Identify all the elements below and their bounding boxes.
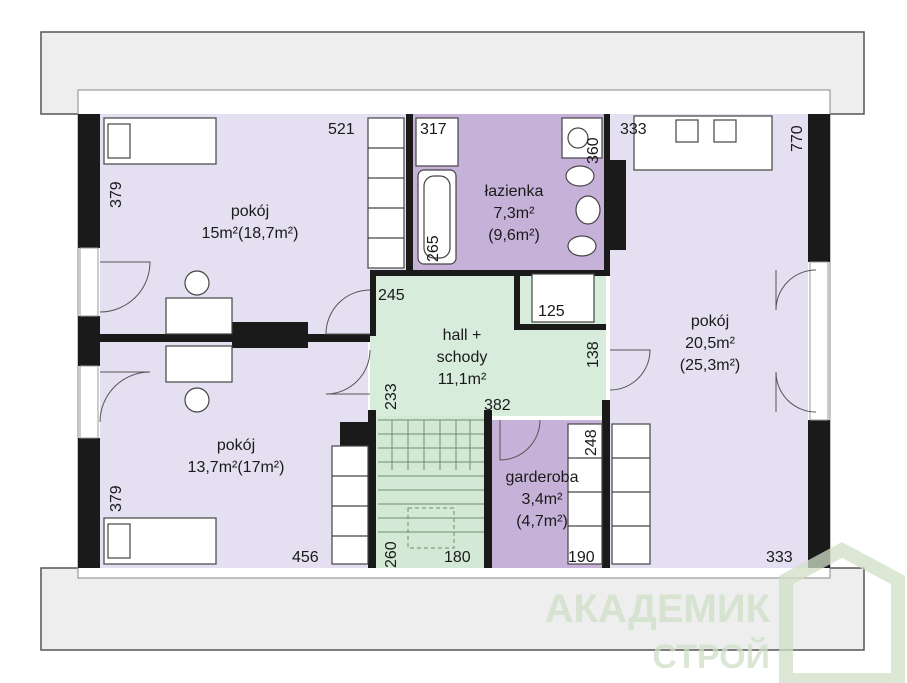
wardrobe-right	[611, 423, 651, 565]
label-bed-right-name: pokój	[691, 313, 729, 330]
label-bed-right-area-full: (25,3m²)	[680, 357, 740, 374]
dim-382: 382	[484, 397, 511, 414]
label-bed-top-left-area: 15m²(18,7m²)	[202, 225, 299, 242]
dim-233: 233	[383, 383, 400, 410]
dim-770: 770	[789, 125, 806, 152]
dim-260: 260	[383, 541, 400, 568]
dim-379-top: 379	[108, 181, 125, 208]
dim-138: 138	[585, 341, 602, 368]
toilet	[565, 165, 595, 187]
label-hall-area: 11,1m²	[438, 371, 487, 388]
label-bathroom-area: 7,3m²	[494, 205, 536, 222]
label-bed-right-area: 20,5m²	[685, 335, 735, 352]
desk-bottom	[165, 345, 233, 383]
chair-bottom	[184, 387, 210, 413]
dim-333-top: 333	[620, 121, 647, 138]
dim-456: 456	[292, 549, 319, 566]
label-bed-bottom-left-area: 13,7m²(17m²)	[188, 459, 285, 476]
dim-360: 360	[585, 137, 602, 164]
room-labels: pokój 15m²(18,7m²) pokój 13,7m²(17m²) ła…	[188, 183, 741, 530]
label-bathroom-area-full: (9,6m²)	[488, 227, 540, 244]
bathroom-vanity	[415, 117, 459, 167]
dim-248: 248	[583, 429, 600, 456]
label-wardrobe-name: garderoba	[506, 469, 579, 486]
walls	[78, 114, 830, 568]
watermark-line1: АКАДЕМИК	[545, 587, 771, 631]
dimension-labels: 521 317 333 770 379 360 265 245 125 138 …	[108, 121, 806, 568]
windows	[79, 247, 829, 439]
watermark: АКАДЕМИК СТРОЙ	[545, 542, 905, 683]
basin	[575, 195, 601, 225]
label-hall-name2: schody	[437, 349, 488, 366]
watermark-line2: СТРОЙ	[652, 637, 770, 676]
bed-right	[633, 115, 773, 171]
dim-379-bottom: 379	[108, 485, 125, 512]
desk-top	[165, 297, 233, 335]
dim-317: 317	[420, 121, 447, 138]
label-bed-top-left-name: pokój	[231, 203, 269, 220]
roof-bottom	[40, 567, 865, 651]
furniture	[103, 115, 773, 565]
dim-245: 245	[378, 287, 405, 304]
label-hall-name: hall +	[443, 327, 482, 344]
wardrobe-shelf	[567, 423, 603, 565]
label-wardrobe-area: 3,4m²	[522, 491, 564, 508]
door-swings	[99, 261, 817, 461]
dim-180: 180	[444, 549, 471, 566]
dim-521: 521	[328, 121, 355, 138]
shower	[531, 273, 595, 323]
watermark-house-icon	[779, 542, 905, 683]
dim-333-bottom: 333	[766, 549, 793, 566]
wardrobe-top-left	[367, 117, 405, 269]
dim-190: 190	[568, 549, 595, 566]
label-wardrobe-area-full: (4,7m²)	[516, 513, 568, 530]
label-bathroom-name: łazienka	[485, 183, 544, 200]
dim-125: 125	[538, 303, 565, 320]
chair-top	[184, 270, 210, 296]
room-stairs	[370, 416, 487, 568]
wardrobe-bottom-left	[331, 445, 369, 565]
label-bed-bottom-left-name: pokój	[217, 437, 255, 454]
dim-265: 265	[425, 235, 442, 262]
bidet	[567, 235, 597, 257]
stairs	[378, 419, 484, 549]
